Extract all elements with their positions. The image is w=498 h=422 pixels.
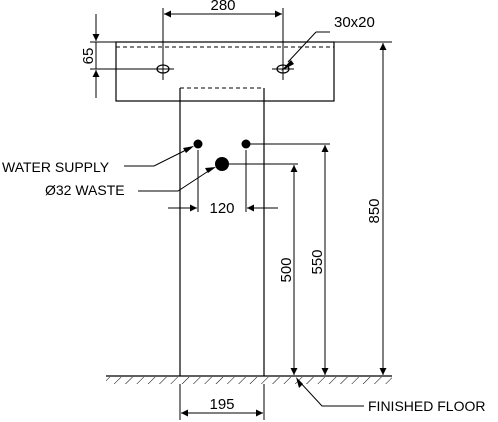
- basin-outline: [115, 41, 335, 102]
- dim-waste-height: 500: [278, 257, 295, 282]
- label-water-supply: WATER SUPPLY: [2, 159, 110, 175]
- dim-supply-height: 550: [309, 249, 326, 274]
- bracket-hole-left: [152, 58, 174, 80]
- supply-pipe-left: [193, 139, 203, 149]
- label-waste: Ø32 WASTE: [45, 182, 125, 198]
- label-finished-floor: FINISHED FLOOR: [368, 398, 485, 414]
- dim-bracket-size: 30x20: [334, 14, 375, 31]
- dim-pipe-spacing: 120: [209, 200, 234, 217]
- dim-overall-height: 850: [366, 198, 383, 223]
- floor-hatching: [106, 377, 392, 384]
- dim-bracket-offset: 65: [80, 48, 97, 65]
- dim-top-width: 280: [210, 0, 235, 14]
- dim-pedestal-width: 195: [209, 396, 234, 413]
